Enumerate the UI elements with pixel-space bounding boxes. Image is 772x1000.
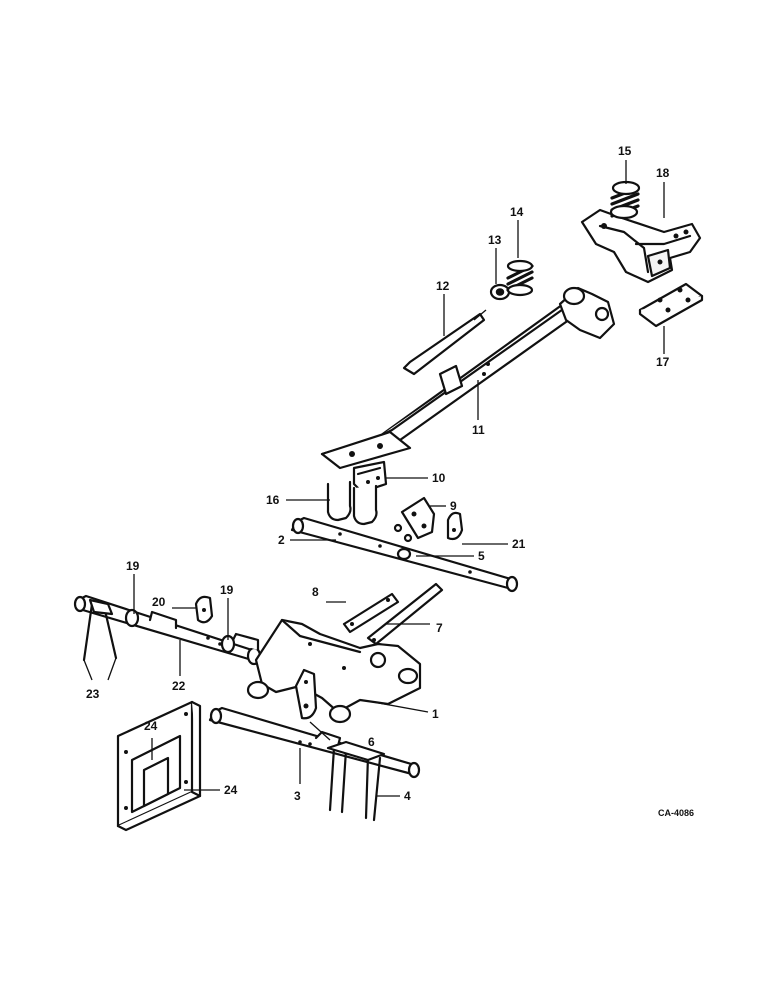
callout-2: 2 [278, 533, 285, 547]
callout-24-bottom: 24 [224, 783, 238, 797]
callout-17: 17 [656, 355, 670, 369]
part-12-rod [402, 309, 487, 376]
callout-21: 21 [512, 537, 526, 551]
callout-14: 14 [510, 205, 524, 219]
callout-7: 7 [436, 621, 443, 635]
part-24-plate [116, 700, 202, 832]
part-10-clamp [352, 460, 388, 494]
callout-18: 18 [656, 166, 670, 180]
part-23-lever [82, 598, 118, 662]
callout-6: 6 [368, 735, 375, 749]
callout-4: 4 [404, 789, 411, 803]
part-17-plate [638, 282, 704, 328]
callout-10: 10 [432, 471, 446, 485]
callout-24-top: 24 [144, 719, 158, 733]
part-5-collar [396, 547, 412, 561]
callout-20: 20 [152, 595, 166, 609]
part-1-frame [246, 618, 422, 724]
part-8-link [342, 592, 400, 634]
part-6-arm [294, 668, 318, 720]
callout-5: 5 [478, 549, 485, 563]
callout-19-left: 19 [126, 559, 140, 573]
callout-22: 22 [172, 679, 186, 693]
callout-1: 1 [432, 707, 439, 721]
part-18-bracket [580, 208, 702, 284]
callout-12: 12 [436, 279, 450, 293]
part-16-u-bolt [326, 480, 378, 526]
part-11-drawbar [320, 286, 616, 470]
callout-8: 8 [312, 585, 319, 599]
callout-16: 16 [266, 493, 280, 507]
part-3-shaft [208, 706, 421, 779]
callout-9: 9 [450, 499, 457, 513]
leader-lines [83, 160, 665, 797]
callout-3: 3 [294, 789, 301, 803]
callout-23: 23 [86, 687, 100, 701]
callout-11: 11 [472, 423, 485, 437]
part-4-lever [326, 740, 386, 822]
part-15-spring [609, 180, 641, 220]
part-7-link [366, 582, 444, 646]
part-13-washer [489, 283, 511, 301]
part-14-spring [506, 259, 534, 297]
callout-19-right: 19 [220, 583, 234, 597]
callout-labels: 15 18 14 13 12 17 11 10 16 9 2 5 21 19 2… [86, 144, 670, 803]
part-20-clip [194, 595, 214, 624]
callout-13: 13 [488, 233, 502, 247]
drawing-code: CA-4086 [658, 808, 694, 818]
part-9-bracket [393, 496, 436, 543]
part-21-clip [446, 511, 464, 541]
callout-15: 15 [618, 144, 632, 158]
part-22-shaft [73, 594, 262, 666]
